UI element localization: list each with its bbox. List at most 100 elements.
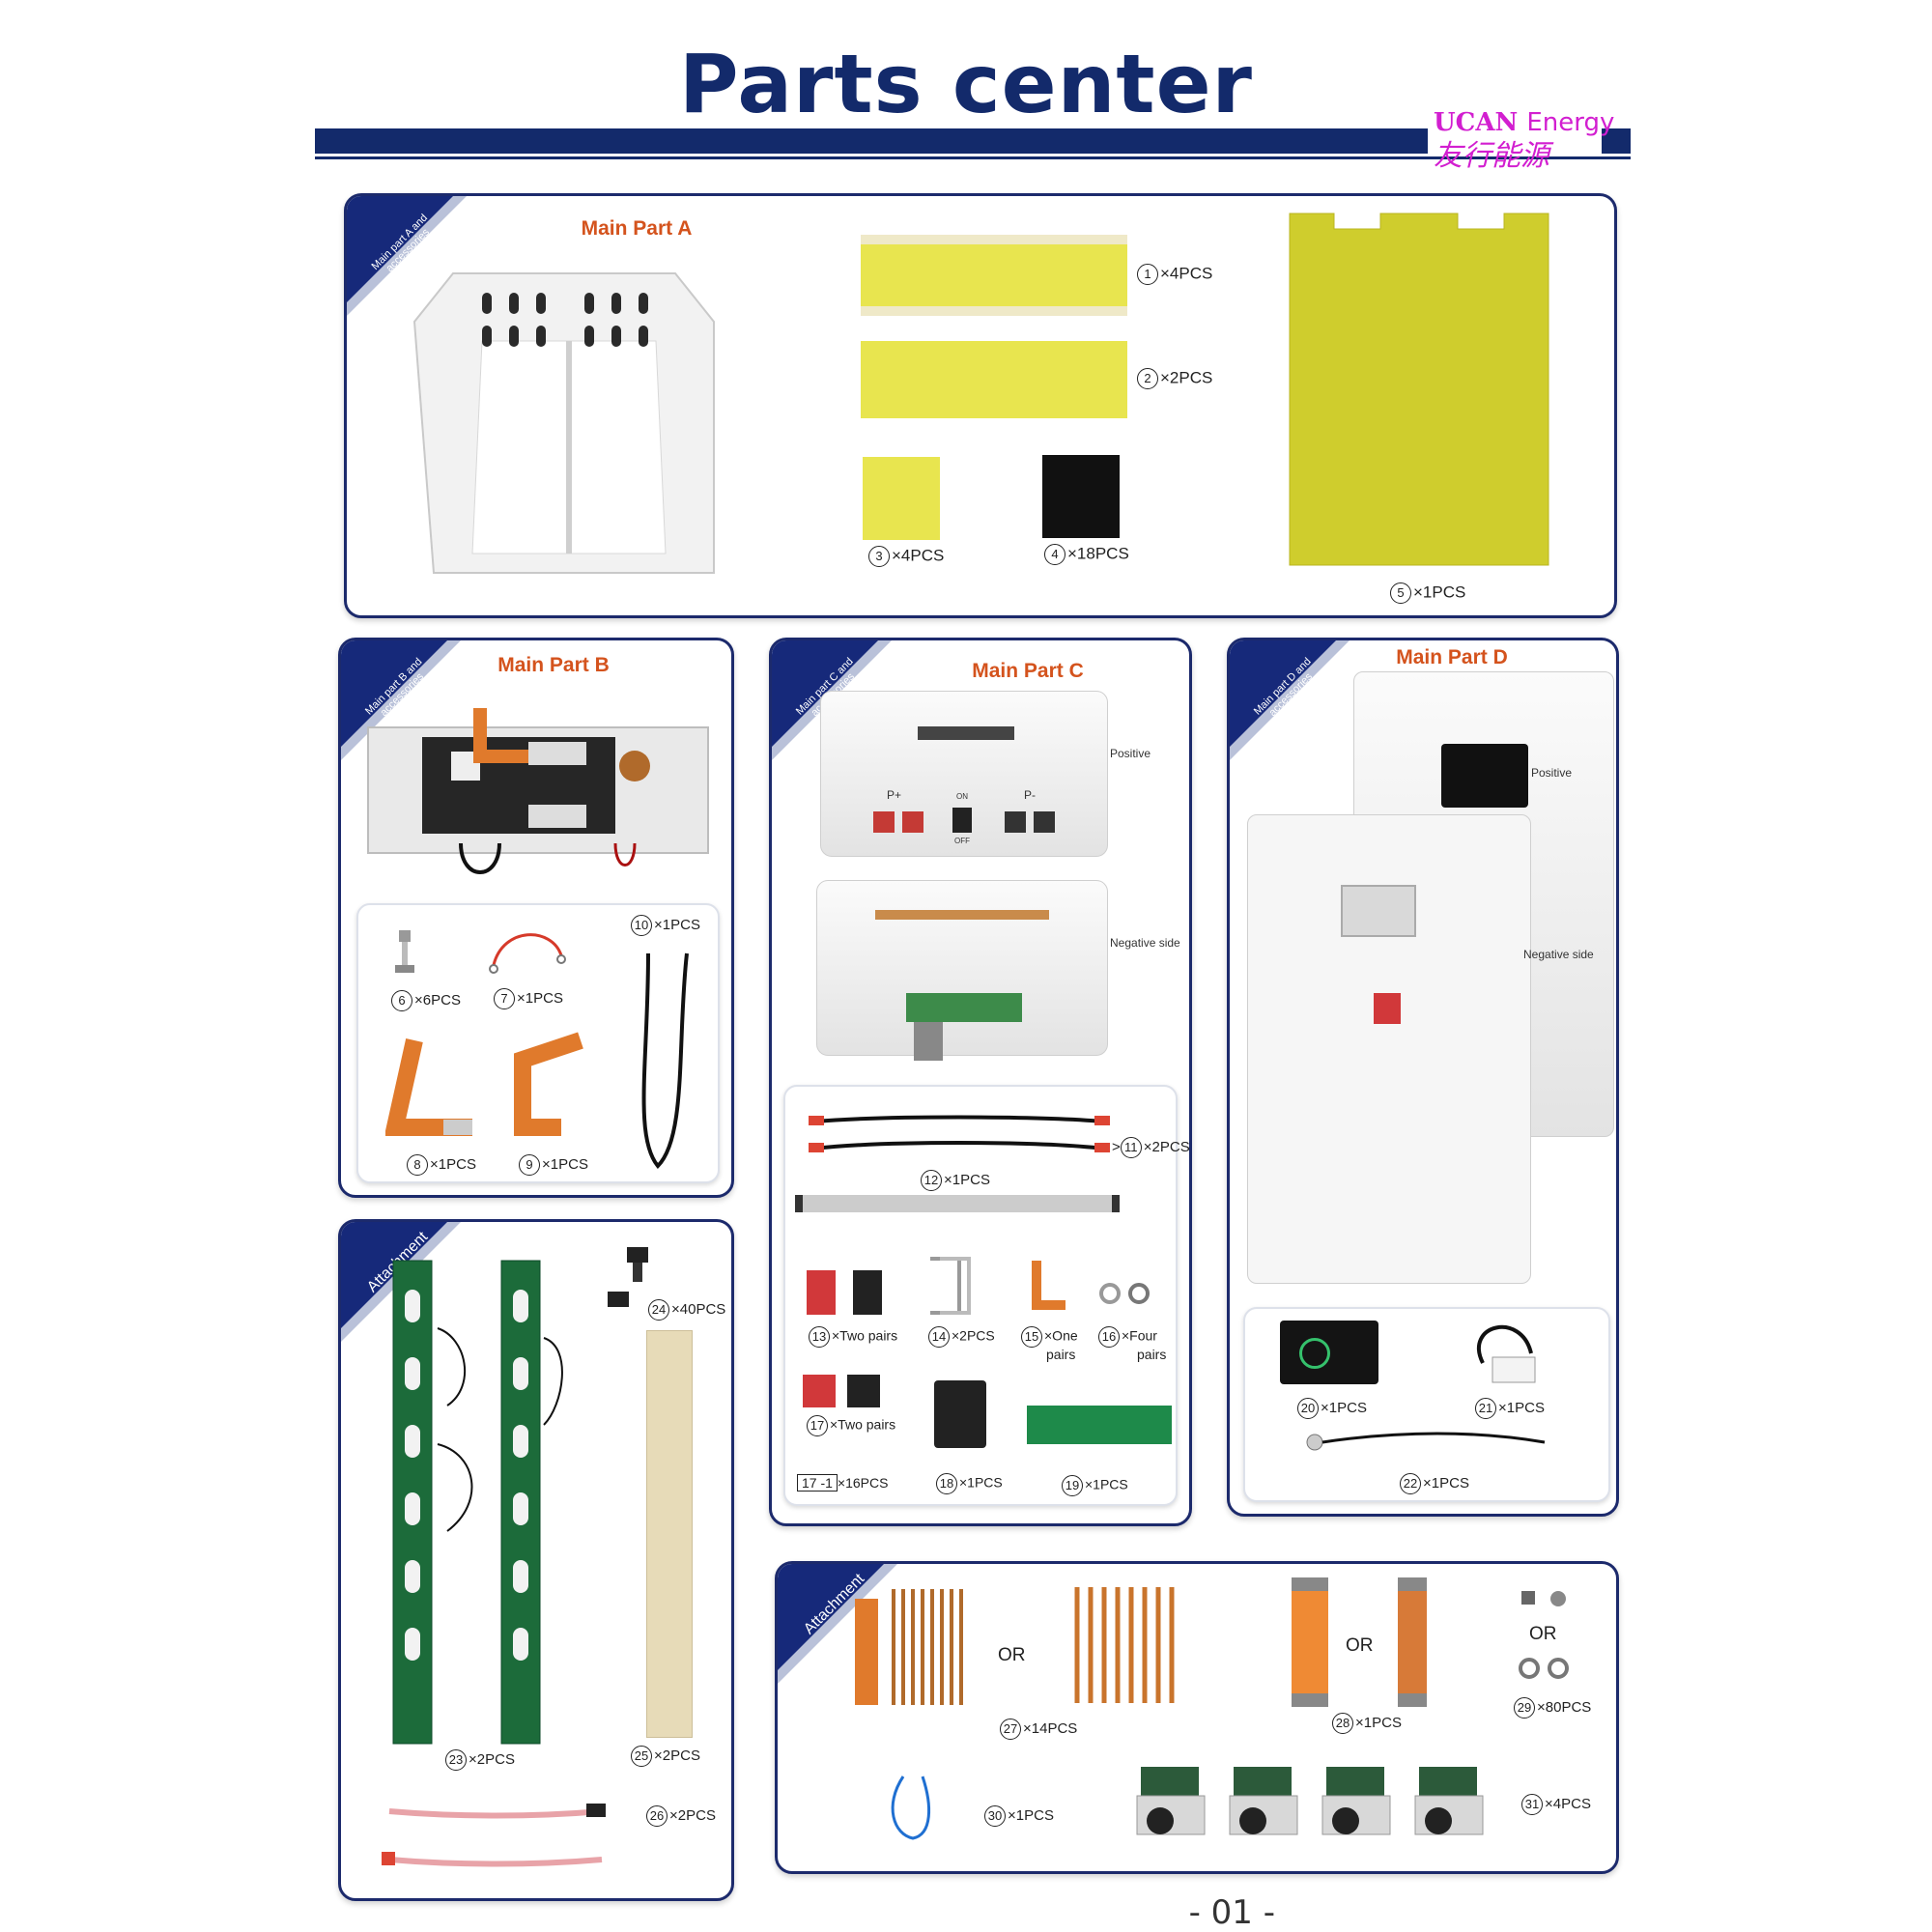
label-part-28: 28×1PCS [1332,1713,1402,1734]
label-d-negative: Negative side [1523,948,1594,961]
battery-cable-image [809,1115,1110,1152]
balancing-harness-board-image [392,1260,563,1745]
breaker-switch [952,808,972,833]
power-button-cable-image [1306,1432,1546,1451]
label-part-19: 19×1PCS [1062,1475,1128,1496]
panel-main-part-a: Main part A and accessories Main Part A … [344,193,1617,618]
front-panel-positive-image: P+ P- ON OFF [820,691,1108,857]
label-part-27: 27×14PCS [1000,1719,1077,1740]
insulation-strip-long [861,235,1127,316]
communication-cable-image [641,952,689,1169]
label-part-11: >11×2PCS [1112,1137,1189,1158]
title-main-part-d: Main Part D [1396,646,1508,668]
copper-busbar-z-image [514,1032,583,1136]
label-part-1: 1×4PCS [1137,264,1212,285]
label-c-positive: Positive [1110,747,1151,760]
subpanel-d-accessories: 20×1PCS 21×1PCS 22×1PCS [1243,1307,1610,1502]
nut-image [1519,1658,1569,1679]
terminal-cap-black [853,1270,882,1315]
label-part-20: 20×1PCS [1297,1398,1367,1419]
lcd-display-image [1280,1321,1378,1384]
panel-attachment-left: Attachment 23×2PCS 24×40PCS 25×2PCS 26×2… [338,1219,734,1901]
label-part-25: 25×2PCS [631,1746,700,1767]
panel-main-part-c: Main part C and accessories Main Part C … [769,638,1192,1526]
label-part-4: 4×18PCS [1044,544,1129,565]
insulation-strip-wide [861,341,1127,418]
red-connector-image [1374,993,1401,1024]
flexible-busbar-set-image [855,1589,963,1705]
brand-logo-en: UCAN Energy [1434,108,1615,137]
pink-cable-image [382,1804,606,1867]
nut-washer-image [1099,1283,1150,1304]
label-part-7: 7×1PCS [494,988,563,1009]
label-c-negative: Negative side [1110,936,1180,950]
insulation-sheet-large [1289,213,1549,566]
insulation-square-black [1042,455,1120,538]
label-part-30: 30×1PCS [984,1805,1054,1827]
pcb-board-image [1027,1406,1172,1444]
temperature-wire-image [489,933,566,974]
label-p-minus: P- [1024,788,1036,802]
cover-negative-image [1247,814,1531,1284]
network-cable-image [891,1776,931,1840]
label-part-12: 12×1PCS [921,1170,990,1191]
handle-image [930,1257,971,1315]
label-p-plus: P+ [887,788,902,802]
label-part-21: 21×1PCS [1475,1398,1545,1419]
header-underline [315,156,1631,159]
ribbon-cable-image [795,1195,1120,1212]
label-switch-on: ON [956,792,968,801]
rear-panel-negative-image [816,880,1108,1061]
terminal-cap-red [807,1270,836,1315]
label-part-17: 17×Two pairs [807,1415,895,1436]
flexible-busbar-set-alt-image [1074,1587,1175,1703]
page-title: Parts center [679,37,1253,131]
corner-tag-d: Main part D and accessories [1230,640,1384,795]
battery-enclosure-image [412,272,715,574]
label-switch-off: OFF [954,837,970,845]
or-label-3: OR [1529,1624,1557,1644]
short-busbar-image [1032,1261,1065,1310]
label-part-29: 29×80PCS [1514,1697,1591,1719]
label-part-31: 31×4PCS [1521,1794,1591,1815]
terminal-block-red [803,1375,836,1407]
label-part-8: 8×1PCS [407,1154,476,1176]
terminal-block-black [847,1375,880,1407]
panel-main-part-b: Main part B and accessories Main Part B … [338,638,734,1198]
screw-image [395,930,414,973]
label-part-2: 2×2PCS [1137,368,1212,389]
display-screen [1441,744,1528,808]
subpanel-c-accessories: >11×2PCS 12×1PCS 13×Two pairs 14×2PCS 15… [783,1085,1189,1506]
bms-board-image [367,708,709,874]
caster-wheels-image [1136,1767,1484,1835]
header-rule-left [315,128,1428,154]
spacer-strip-image [646,1330,693,1738]
subpanel-b-accessories: 6×6PCS 7×1PCS 10×1PCS 8×1PCS 9×1PCS [356,903,720,1183]
panel-attachment-right: Attachment OR 27×14PCS OR 28×1PCS OR 29×… [775,1561,1619,1874]
label-part-5: 5×1PCS [1390,582,1465,604]
single-busbar-alt-image [1398,1577,1427,1707]
label-part-3: 3×4PCS [868,546,944,567]
insulation-square-yellow [863,457,940,540]
bolt-image [608,1247,648,1307]
label-part-6: 6×6PCS [391,990,461,1011]
label-part-9: 9×1PCS [519,1154,588,1176]
label-part-23: 23×2PCS [445,1749,515,1771]
label-part-26: 26×2PCS [646,1805,716,1827]
breaker-image [934,1380,986,1448]
page-number: - 01 - [1188,1893,1275,1932]
brand-logo-cn: 友行能源 [1434,139,1549,173]
label-part-18: 18×1PCS [936,1473,1003,1494]
label-part-13: 13×Two pairs [809,1326,897,1348]
label-part-22: 22×1PCS [1400,1473,1469,1494]
panel-main-part-d: Main part D and accessories Main Part D … [1227,638,1619,1517]
bolt-washer-image [1521,1591,1566,1606]
corner-tag-a: Main part A and accessories [347,196,501,351]
label-part-24: 24×40PCS [648,1299,725,1321]
or-label-1: OR [998,1645,1026,1665]
copper-busbar-l-image [385,1038,472,1136]
label-part-14: 14×2PCS [928,1326,995,1348]
label-part-17-1: 17 -1×16PCS [797,1474,888,1492]
